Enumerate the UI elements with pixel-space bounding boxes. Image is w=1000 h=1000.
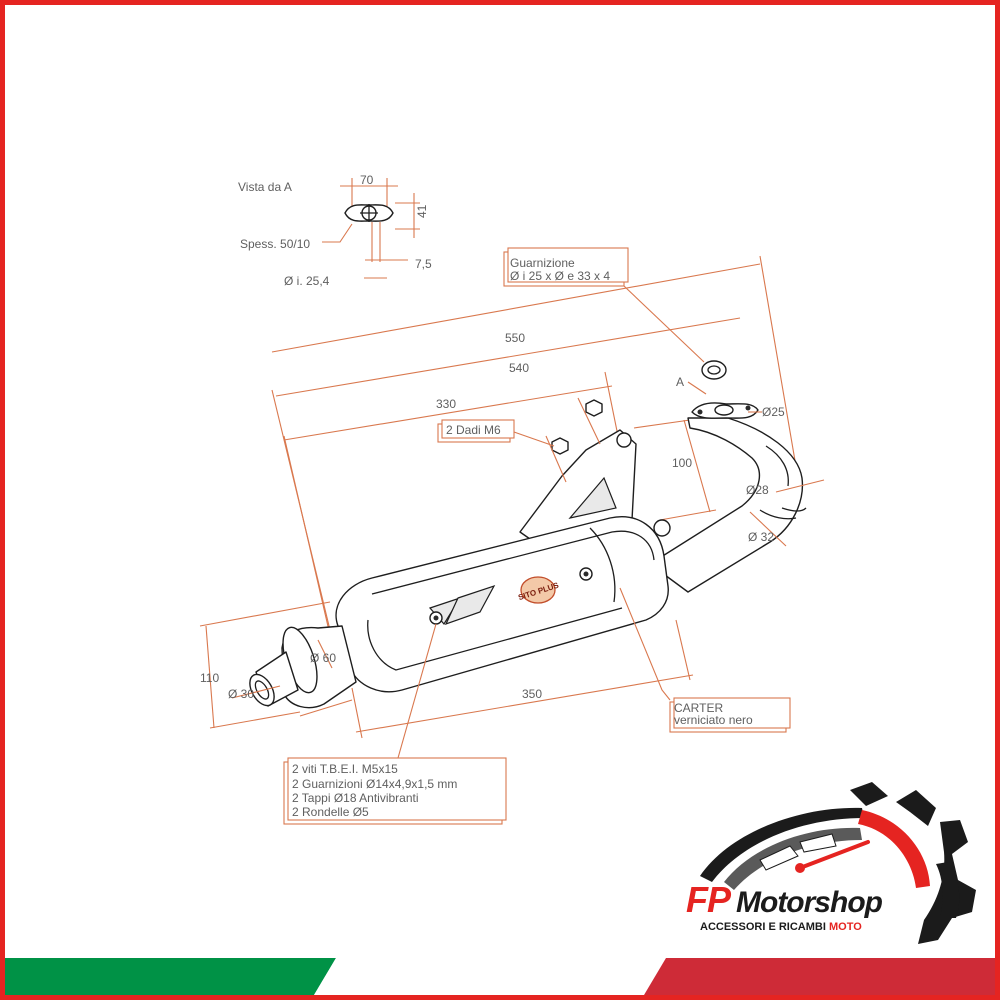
dim-41-label: 41 [415,204,429,218]
dia-32-label: Ø 32 [748,530,774,544]
dim-550-label: 550 [505,331,525,345]
brand-motorshop-text: Motorshop [736,886,883,919]
flag-white-band [314,958,666,995]
speedometer-needle-icon [798,840,870,870]
flag-red-band [644,958,995,995]
kit-callout: 2 viti T.B.E.I. M5x15 2 Guarnizioni Ø14x… [283,623,507,825]
dia-60-label: Ø 60 [310,651,336,665]
fp-motorshop-logo: FP Motorshop ACCESSORI E RICAMBI MOTO [686,782,976,944]
muffler-window [444,584,496,626]
nut-lower [551,437,569,455]
exhaust-assembly: SITO PLUS [249,360,807,709]
header-pipe [649,417,804,593]
nut-upper [585,399,603,417]
gasket-callout: Guarnizione Ø i 25 x Ø e 33 x 4 [503,247,705,363]
carter-callout-line2: verniciato nero [674,713,753,727]
dim-350-label: 350 [522,687,542,701]
kit-callout-line4: 2 Rondelle Ø5 [292,805,369,819]
kit-callout-line1: 2 viti T.B.E.I. M5x15 [292,762,398,776]
diameter-callouts: Ø25 Ø28 Ø 32 Ø 60 Ø 30 A [228,375,825,701]
overall-dimensions: 550 540 330 100 350 110 [199,255,801,739]
dia-28-label: Ø28 [746,483,769,497]
dia-30-label: Ø 30 [228,687,254,701]
kit-callout-line3: 2 Tappi Ø18 Antivibranti [292,791,419,805]
muffler-body [335,516,669,693]
dia-25-label: Ø25 [762,405,785,419]
gasket-callout-line2: Ø i 25 x Ø e 33 x 4 [510,269,610,283]
italian-flag-strip [5,958,995,995]
nuts-callout-text: 2 Dadi M6 [446,423,501,437]
view-a-title: Vista da A [238,180,292,194]
dim-540-label: 540 [509,361,529,375]
dim-70-label: 70 [360,173,374,187]
sito-plus-badge: SITO PLUS [517,576,560,604]
thickness-label: Spess. 50/10 [240,237,310,251]
nuts-callout: 2 Dadi M6 [437,419,555,447]
dim-110-label: 110 [200,671,219,685]
inner-diameter-label: Ø i. 25,4 [284,274,330,288]
header-flange-bore [714,404,734,416]
exhaust-technical-drawing: Vista da A 70 41 7,5 Spess. 50/10 Ø i. 2… [5,173,995,995]
brand-tagline-accent: MOTO [829,921,862,933]
gear-icon [850,782,976,944]
speedometer-arc-icon [700,807,930,890]
dim-100-label: 100 [672,456,692,470]
dim-7-5-label: 7,5 [415,257,432,271]
brand-tagline: ACCESSORI E RICAMBI MOTO [700,921,862,933]
flag-green-band [5,958,336,995]
dim-330-label: 330 [436,397,456,411]
carter-callout-line1: CARTER [674,701,723,715]
flange-view-a: Vista da A 70 41 7,5 Spess. 50/10 Ø i. 2… [238,173,432,288]
gasket-ring [701,360,727,380]
gasket-callout-line1: Guarnizione [510,256,575,270]
view-a-arrow-label: A [676,375,684,389]
brand-tagline-main: ACCESSORI E RICAMBI [700,921,826,933]
kit-callout-line2: 2 Guarnizioni Ø14x4,9x1,5 mm [292,777,457,791]
brand-fp-text: FP [686,879,732,920]
carter-callout: CARTER verniciato nero [619,587,791,733]
